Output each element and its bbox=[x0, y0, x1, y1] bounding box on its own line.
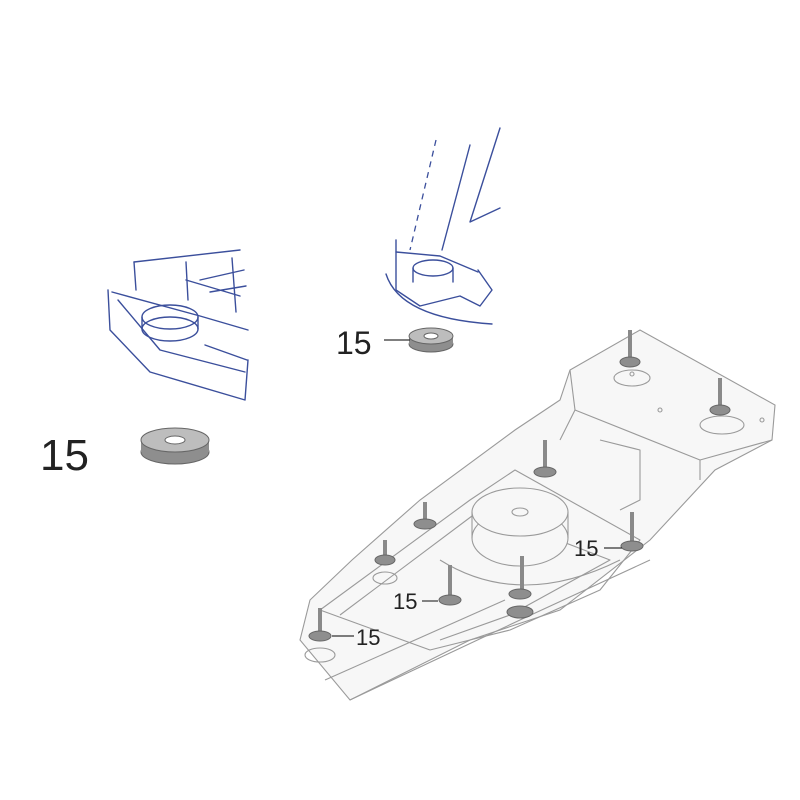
callout-label-assembly-bottom: 15 bbox=[356, 625, 380, 650]
bolt-washer bbox=[413, 502, 437, 530]
callout-label-assembly-right: 15 bbox=[574, 536, 598, 561]
washer-part-left bbox=[140, 427, 210, 465]
bolt-washer bbox=[506, 556, 534, 619]
detail-view-top bbox=[385, 127, 501, 325]
callout-label-assembly-center: 15 bbox=[393, 589, 417, 614]
washer-part-top bbox=[408, 327, 454, 353]
bolt-washer bbox=[308, 608, 332, 642]
bolt-washer bbox=[533, 440, 557, 478]
bolt-washer bbox=[620, 512, 644, 552]
assembly-washers bbox=[308, 330, 731, 642]
detail-view-left bbox=[107, 249, 249, 401]
callout-label-detail-left: 15 bbox=[40, 431, 89, 480]
bolt-washer bbox=[374, 540, 396, 566]
bolt-washer bbox=[709, 378, 731, 416]
bolt-washer bbox=[619, 330, 641, 368]
callout-label-detail-top: 15 bbox=[336, 325, 372, 361]
mower-deck-assembly bbox=[299, 329, 776, 701]
bolt-washer bbox=[438, 565, 462, 606]
